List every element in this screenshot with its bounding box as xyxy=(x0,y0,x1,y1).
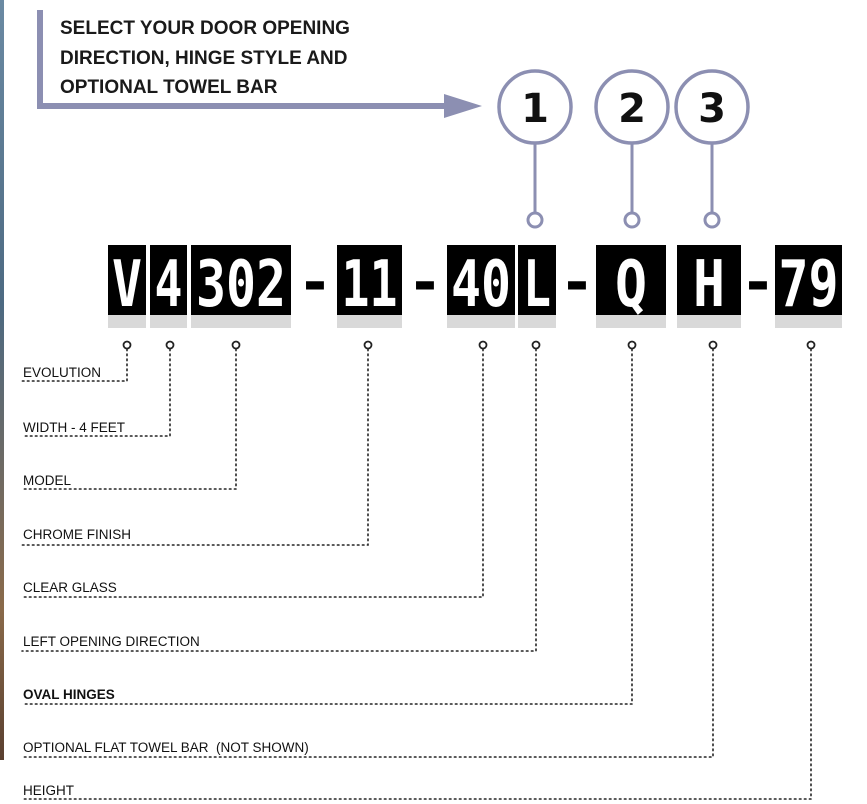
legend-label-glass: CLEAR GLASS xyxy=(23,580,117,595)
svg-text:40: 40 xyxy=(451,248,511,322)
option-number-2: 2 xyxy=(618,86,646,132)
code-segment-4: 4 xyxy=(150,245,187,328)
code-segment-11: 11 xyxy=(337,245,402,328)
svg-text:V: V xyxy=(112,248,142,322)
svg-text:79: 79 xyxy=(779,248,839,322)
background-photo-edge xyxy=(0,0,4,760)
svg-text:Q: Q xyxy=(615,248,647,322)
legend-label-towel-bar: OPTIONAL FLAT TOWEL BAR (NOT SHOWN) xyxy=(23,740,309,755)
option-marker-3: 3 xyxy=(674,69,750,229)
leader-lines xyxy=(21,348,812,800)
legend-label-model: MODEL xyxy=(23,473,72,488)
instruction-heading: SELECT YOUR DOOR OPENING DIRECTION, HING… xyxy=(60,14,440,103)
leader-endpoints xyxy=(122,340,816,350)
svg-text:L: L xyxy=(523,248,551,322)
svg-text:H: H xyxy=(693,248,725,322)
code-separator-2: - xyxy=(408,248,443,316)
option-marker-2: 2 xyxy=(594,69,670,229)
svg-text:302: 302 xyxy=(196,248,286,322)
code-segment-h: H xyxy=(677,245,741,328)
code-segment-q: Q xyxy=(596,245,666,328)
code-separator-1: - xyxy=(298,248,333,316)
pointer-arrow xyxy=(37,10,482,118)
heading-line-1: SELECT YOUR DOOR OPENING xyxy=(60,18,350,39)
code-segment-302: 302 xyxy=(191,245,291,328)
option-number-1: 1 xyxy=(521,86,549,132)
code-segment-v: V xyxy=(108,245,146,328)
option-number-3: 3 xyxy=(698,86,726,132)
svg-text:11: 11 xyxy=(342,248,398,322)
code-segment-40: 40 xyxy=(447,245,515,328)
heading-line-3: OPTIONAL TOWEL BAR xyxy=(60,77,278,98)
code-segment-l: L xyxy=(518,245,556,328)
legend-label-evolution: EVOLUTION xyxy=(23,365,101,380)
code-separator-4: - xyxy=(741,248,776,316)
svg-text:4: 4 xyxy=(155,248,183,322)
legend-label-height: HEIGHT xyxy=(23,783,74,798)
code-separator-3: - xyxy=(560,248,595,316)
legend-label-hinges: OVAL HINGES xyxy=(23,687,115,702)
legend-label-opening-direction: LEFT OPENING DIRECTION xyxy=(23,634,200,649)
code-segment-79: 79 xyxy=(775,245,842,328)
option-marker-1: 1 xyxy=(497,69,573,229)
heading-line-2: DIRECTION, HINGE STYLE AND xyxy=(60,47,348,69)
legend-label-width: WIDTH - 4 FEET xyxy=(23,420,125,435)
legend-label-finish: CHROME FINISH xyxy=(23,527,131,542)
